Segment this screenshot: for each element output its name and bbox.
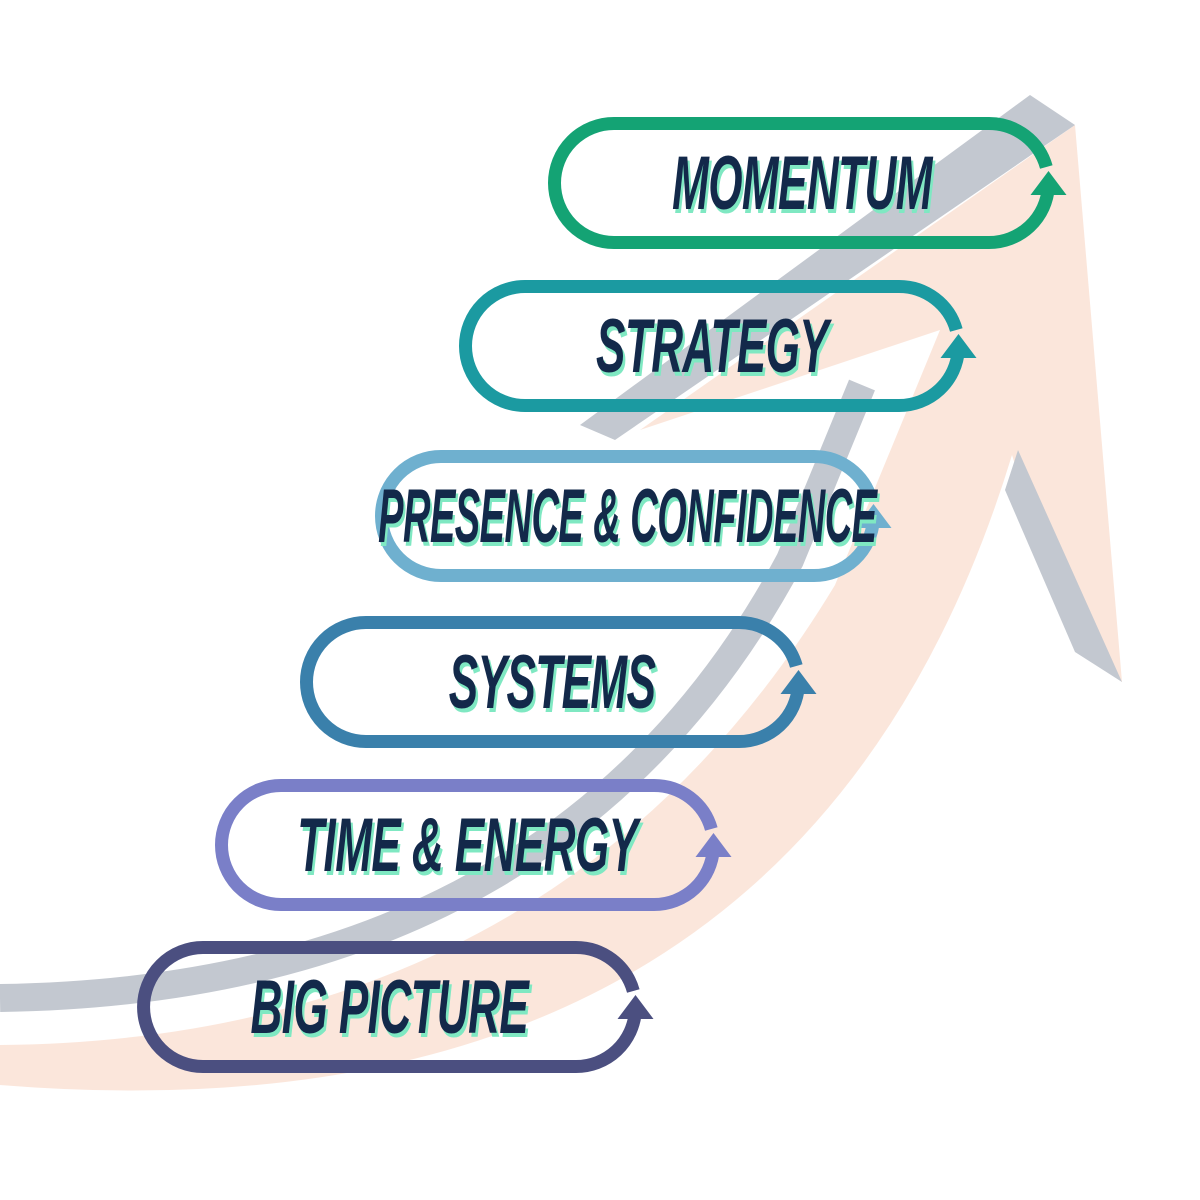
step-pill-4 xyxy=(215,779,732,911)
cycle-arrow-icon xyxy=(617,995,654,1019)
cycle-arrow-icon xyxy=(855,504,892,528)
pill-outline xyxy=(300,616,805,748)
cycle-arrow-icon xyxy=(780,670,817,694)
cycle-arrow-icon xyxy=(940,334,977,358)
step-pill-5 xyxy=(137,941,654,1073)
pill-outline xyxy=(137,941,642,1073)
gray-growth-arrow-band xyxy=(0,379,875,1012)
peach-growth-arrow xyxy=(0,125,1122,1091)
step-pill-3 xyxy=(300,616,817,748)
step-pill-2 xyxy=(375,450,892,582)
gray-growth-arrow-wedge xyxy=(1005,450,1122,682)
cycle-arrow-icon xyxy=(695,833,732,857)
pill-outline xyxy=(459,280,965,412)
pill-outline xyxy=(375,450,880,582)
step-pill-1 xyxy=(459,280,977,412)
pill-outline xyxy=(548,117,1055,249)
step-pill-0 xyxy=(548,117,1067,249)
cycle-arrow-icon xyxy=(1030,171,1067,195)
gray-growth-arrow-head xyxy=(580,95,1075,440)
pill-outline xyxy=(215,779,720,911)
